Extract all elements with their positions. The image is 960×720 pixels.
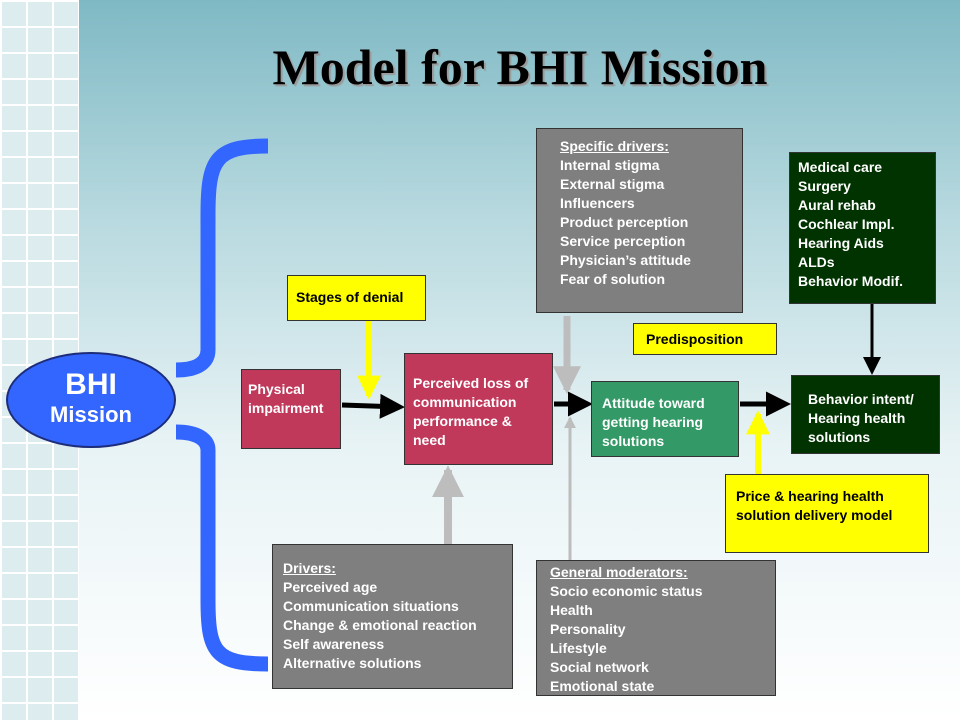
general-moderators-box: General moderators: Socio economic statu… [536,560,776,696]
physical-impairment-box: Physical impairment [241,369,341,449]
medical-care-item: Aural rehab [798,197,876,213]
driver-item: Communication situations [283,598,459,614]
attitude-line: Attitude toward [602,395,705,411]
price-model-line: solution delivery model [736,507,893,523]
driver-item: Change & emotional reaction [283,617,477,633]
driver-item: Perceived age [283,579,378,595]
moderator-item: Social network [550,659,649,675]
mission-bracket-stub-bottom [175,424,216,451]
specific-drivers-box: Specific drivers: Internal stigma Extern… [536,128,743,313]
mission-bracket-bottom [200,450,269,672]
driver-item: Alternative solutions [283,655,422,671]
mission-line1: BHI [65,368,117,401]
behavior-intent-box: Behavior intent/ Hearing health solution… [791,375,940,454]
attitude-line: solutions [602,433,665,449]
medical-care-item: Hearing Aids [798,235,884,251]
price-model-line: Price & hearing health [736,488,884,504]
specific-driver-item: External stigma [560,176,665,192]
drivers-heading: Drivers: [283,560,336,576]
attitude-box: Attitude toward getting hearing solution… [591,381,739,457]
specific-driver-item: Influencers [560,195,635,211]
medical-care-item: Surgery [798,178,851,194]
behavior-intent-line: Hearing health [808,410,906,426]
moderator-item: Socio economic status [550,583,703,599]
physical-impairment-line: Physical [248,381,305,397]
mission-line2: Mission [50,402,132,427]
general-moderators-heading: General moderators: [550,564,688,580]
specific-driver-item: Service perception [560,233,686,249]
specific-driver-item: Internal stigma [560,157,660,173]
moderator-item: Personality [550,621,626,637]
behavior-intent-line: solutions [808,429,871,445]
behavior-intent-line: Behavior intent/ [808,391,914,407]
predisposition-box: Predisposition [633,323,777,355]
medical-care-item: Cochlear Impl. [798,216,895,232]
perceived-loss-line: Perceived loss of [413,375,529,391]
mission-bracket-stub-top [175,349,216,378]
perceived-loss-line: need [413,432,446,448]
medical-care-item: ALDs [798,254,835,270]
moderator-item: Lifestyle [550,640,607,656]
predisposition-label: Predisposition [646,331,744,347]
price-model-box: Price & hearing health solution delivery… [725,474,929,553]
medical-care-item: Behavior Modif. [798,273,904,289]
moderator-item: Health [550,602,593,618]
perceived-loss-line: performance & [413,413,512,429]
physical-impairment-line: impairment [248,400,324,416]
arrow-physical-to-perceived [341,393,405,419]
medical-care-box: Medical care Surgery Aural rehab Cochlea… [789,152,936,304]
stages-of-denial-label: Stages of denial [296,289,404,305]
specific-driver-item: Fear of solution [560,271,665,287]
perceived-loss-box: Perceived loss of communication performa… [404,353,553,465]
stages-of-denial-box: Stages of denial [287,275,426,321]
drivers-box: Drivers: Perceived age Communication sit… [272,544,513,689]
driver-item: Self awareness [283,636,385,652]
page-title: Model for BHI Mission [272,39,768,95]
moderator-item: Emotional state [550,678,655,694]
bhi-mission-ellipse: BHI Mission [6,352,176,448]
attitude-line: getting hearing [602,414,704,430]
specific-drivers-heading: Specific drivers: [560,138,669,154]
specific-driver-item: Product perception [560,214,689,230]
perceived-loss-line: communication [413,394,517,410]
specific-driver-item: Physician’s attitude [560,252,691,268]
mission-bracket-top [200,138,269,350]
medical-care-item: Medical care [798,159,883,175]
